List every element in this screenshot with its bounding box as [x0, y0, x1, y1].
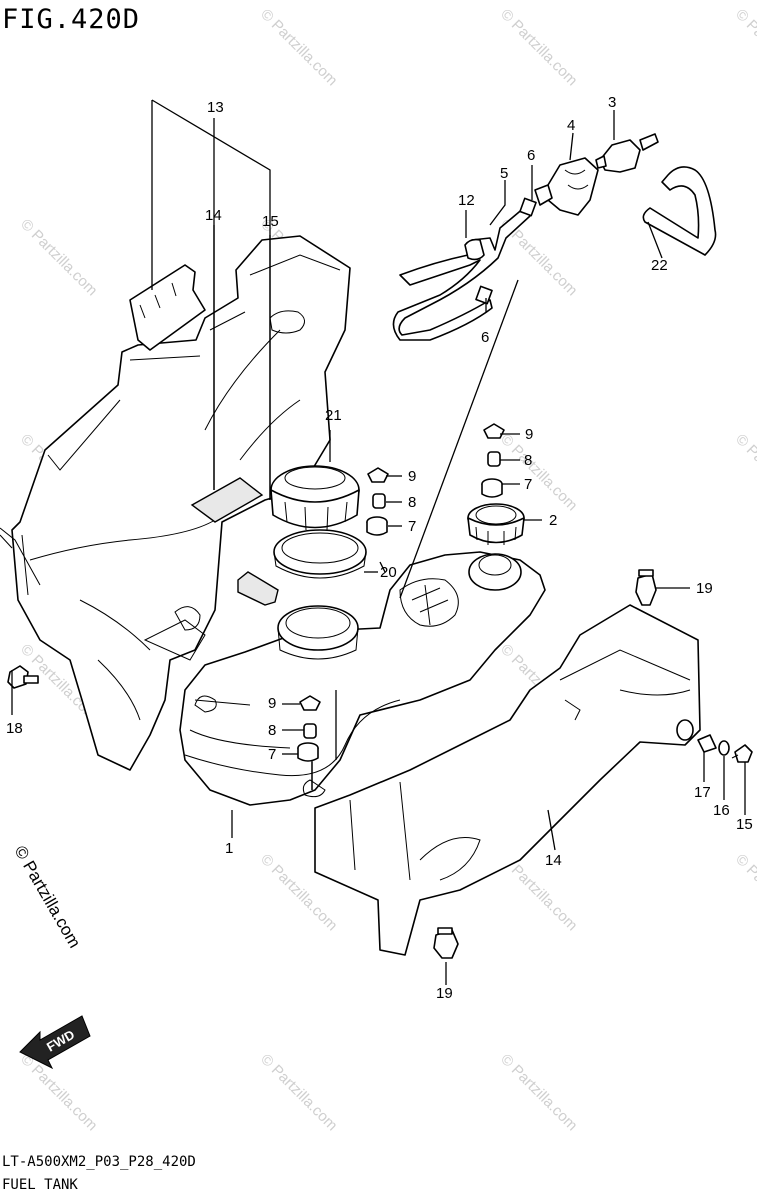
watermark: © Partzilla.com — [732, 431, 757, 514]
part-label-12: 14 — [205, 207, 222, 224]
side-cover-right — [314, 604, 701, 956]
part-label-3: 3 — [608, 94, 616, 111]
copyright-text: © Partzilla.com — [11, 843, 85, 952]
part-label-19-lower: 19 — [436, 985, 453, 1002]
watermark: © Partzilla.com — [257, 6, 340, 89]
part-label-21: 21 — [325, 407, 342, 424]
watermark: © Partzilla.com — [257, 1051, 340, 1134]
bolt-hardware — [697, 734, 753, 763]
breather-hose — [392, 197, 537, 341]
watermark: © Partzilla.com — [732, 6, 757, 89]
watermark: © Partzilla.com — [732, 851, 757, 934]
part-label-7-upper: 7 — [524, 476, 532, 493]
check-valve — [595, 133, 659, 173]
part-label-10: 12 — [458, 192, 475, 209]
watermark: © Partzilla.com — [17, 1051, 100, 1134]
watermark: © Partzilla.com — [497, 6, 580, 89]
part-label-20: 20 — [380, 564, 397, 581]
part-label-8-upper: 8 — [524, 452, 532, 469]
fastener-set-lower — [297, 695, 321, 762]
part-label-22: 22 — [651, 257, 668, 274]
part-label-9-middle: 9 — [408, 468, 416, 485]
part-label-13: 15 — [262, 213, 279, 230]
part-label-8-middle: 8 — [408, 494, 416, 511]
watermark: © Partzilla.com — [497, 431, 580, 514]
part-label-18: 18 — [6, 720, 23, 737]
part-label-4: 4 — [567, 117, 575, 134]
part-label-9-upper: 9 — [525, 426, 533, 443]
part-labels: 13 14 15 3 4 6 5 12 22 6 21 9 8 7 9 8 7 … — [6, 94, 753, 1002]
watermark: © Partzilla.com — [17, 216, 100, 299]
part-label-14: 14 — [545, 852, 562, 869]
part-label-1: 1 — [225, 840, 233, 857]
part-label-8-lower: 8 — [268, 722, 276, 739]
vent-valve — [534, 157, 599, 216]
part-label-19-upper: 19 — [696, 580, 713, 597]
fastener-set-upper — [481, 423, 505, 498]
side-cover-left — [0, 235, 351, 771]
clip-upper — [635, 569, 657, 606]
figure-name: FUEL TANK — [2, 1177, 78, 1193]
part-label-5: 5 — [500, 165, 508, 182]
fuel-cap — [467, 503, 525, 545]
part-label-16: 16 — [713, 802, 730, 819]
clip-lower — [433, 927, 459, 959]
leader-lines — [11, 99, 746, 985]
figure-code: LT-A500XM2_P03_P28_420D — [2, 1154, 196, 1170]
part-label-9-lower: 9 — [268, 695, 276, 712]
part-label-7-middle: 7 — [408, 518, 416, 535]
part-label-15: 15 — [736, 816, 753, 833]
fastener-set-middle — [366, 467, 389, 536]
figure-title: FIG.420D — [2, 4, 141, 35]
gasket-ring — [273, 529, 367, 579]
part-label-6-lower: 6 — [481, 329, 489, 346]
part-label-6-upper: 6 — [527, 147, 535, 164]
fuel-tank — [179, 551, 546, 806]
watermark: © Partzilla.com — [497, 1051, 580, 1134]
part-label-17: 17 — [694, 784, 711, 801]
bolt-18 — [7, 665, 39, 689]
part-label-7-lower: 7 — [268, 746, 276, 763]
part-label-2: 2 — [549, 512, 557, 529]
lock-ring — [270, 465, 360, 531]
hose-22 — [642, 166, 717, 256]
part-label-11: 13 — [207, 99, 224, 116]
